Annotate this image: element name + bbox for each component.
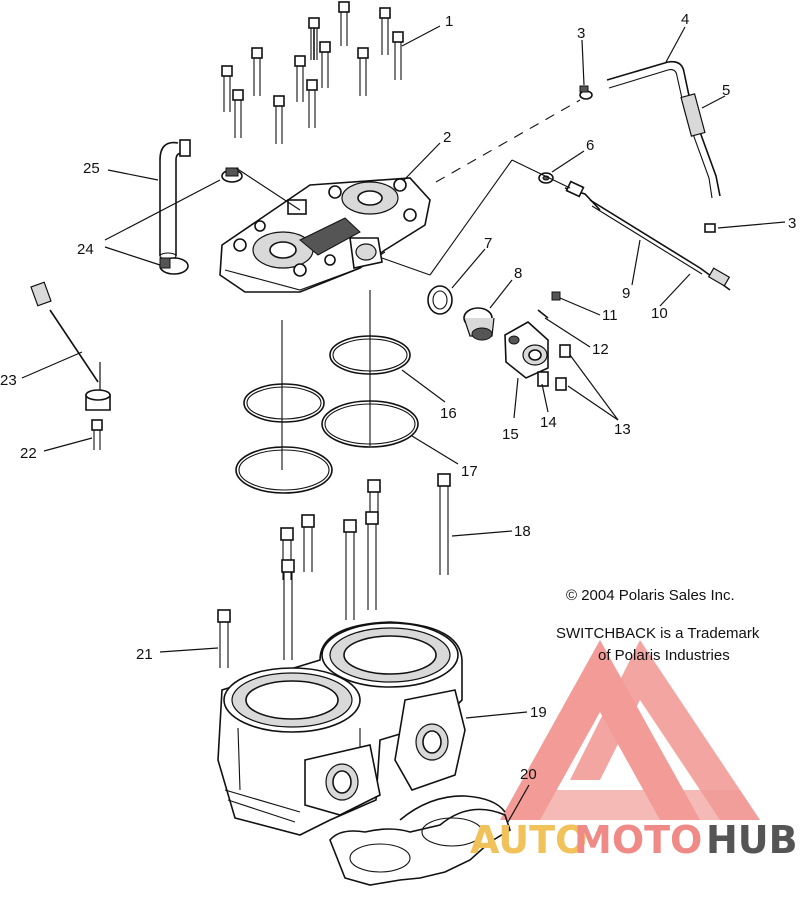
callout-11: 11 <box>602 307 618 324</box>
callout-10: 10 <box>651 305 668 322</box>
copyright-notes: © 2004 Polaris Sales Inc. SWITCHBACK is … <box>556 587 760 664</box>
thermostat-parts <box>427 285 495 341</box>
watermark-auto: AUTO <box>470 818 587 862</box>
callout-15: 15 <box>502 426 519 443</box>
temp-sensor <box>538 172 731 291</box>
callout-2: 2 <box>443 129 451 146</box>
vent-hose <box>579 60 721 233</box>
callout-8: 8 <box>514 265 522 282</box>
cylinder-bolts <box>217 473 451 668</box>
callout-24: 24 <box>77 241 94 258</box>
callout-16: 16 <box>440 405 457 422</box>
assembly-lines <box>235 99 581 470</box>
watermark-hub: HUB <box>706 818 798 862</box>
hose-clamps <box>159 167 243 275</box>
cylinder-block <box>217 621 466 836</box>
callout-13: 13 <box>614 421 631 438</box>
base-gasket <box>329 795 511 886</box>
callout-9: 9 <box>622 285 630 302</box>
cylinder-head <box>219 177 431 293</box>
leader-lines <box>21 25 786 823</box>
callout-23: 23 <box>0 372 17 389</box>
callout-19: 19 <box>530 704 547 721</box>
trademark-line-1: SWITCHBACK is a Trademark <box>556 625 760 642</box>
callout-6: 6 <box>586 137 594 154</box>
callout-22: 22 <box>20 445 37 462</box>
callout-17: 17 <box>461 463 478 480</box>
callout-4: 4 <box>681 11 689 28</box>
watermark-text: AUTO MOTO HUB <box>470 818 798 862</box>
callout-20: 20 <box>520 766 537 783</box>
coolant-hose <box>159 139 191 260</box>
watermark-moto: MOTO <box>574 818 702 862</box>
callout-1: 1 <box>445 13 453 30</box>
callout-3b: 3 <box>788 215 796 232</box>
callout-18: 18 <box>514 523 531 540</box>
head-bolts <box>221 1 404 144</box>
callout-14: 14 <box>540 414 557 431</box>
callout-7: 7 <box>484 235 492 252</box>
callout-5: 5 <box>722 82 730 99</box>
knock-sensor <box>30 281 111 450</box>
callout-12: 12 <box>592 341 609 358</box>
watermark-logo <box>500 640 760 820</box>
trademark-line-2: of Polaris Industries <box>598 647 730 664</box>
head-o-rings <box>235 335 419 494</box>
callout-25: 25 <box>83 160 100 177</box>
thermostat-housing <box>504 291 571 391</box>
callout-numbers: 1 2 3 4 5 6 3 7 8 9 10 11 12 13 14 15 16… <box>0 11 796 783</box>
callout-21: 21 <box>136 646 153 663</box>
copyright-text: © 2004 Polaris Sales Inc. <box>566 587 735 604</box>
callout-3a: 3 <box>577 25 585 42</box>
